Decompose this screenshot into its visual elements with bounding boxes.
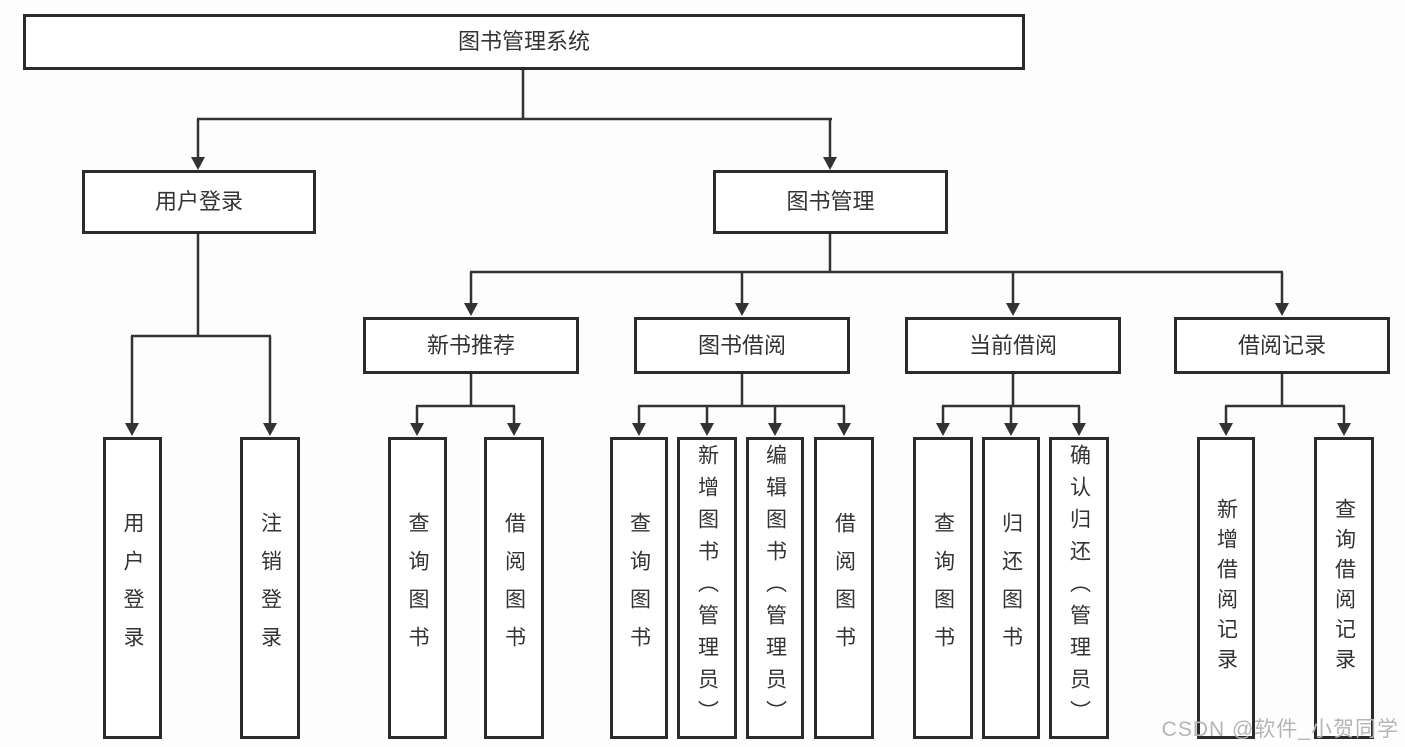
node-label: 借阅图书 xyxy=(832,512,856,664)
connector-book-borrow xyxy=(632,374,851,436)
leaf-borrow-borrow-books: 借阅图书 xyxy=(814,437,874,739)
connector-user-login xyxy=(125,234,277,436)
node-label: 查询借阅记录 xyxy=(1332,498,1356,678)
leaf-newbook-query-books: 查询图书 xyxy=(388,437,447,739)
node-user-login: 用户登录 xyxy=(82,170,316,234)
leaf-borrow-add-books-admin: 新增图书（管理员） xyxy=(677,437,737,739)
node-label: 归还图书 xyxy=(999,512,1023,664)
connector-book-management xyxy=(464,234,1289,316)
node-label: 确认归还（管理员） xyxy=(1067,444,1091,732)
leaf-borrow-edit-books-admin: 编辑图书（管理员） xyxy=(746,437,804,739)
leaf-current-confirm-return-admin: 确认归还（管理员） xyxy=(1049,437,1109,739)
node-book-borrow: 图书借阅 xyxy=(634,317,850,374)
node-label: 新书推荐 xyxy=(426,332,515,358)
node-label: 新增图书（管理员） xyxy=(695,444,719,732)
leaf-borrow-query-books: 查询图书 xyxy=(610,437,668,739)
node-label: 用户登录 xyxy=(121,512,144,664)
leaf-logout-login: 注销登录 xyxy=(240,437,300,739)
connector-current-borrow xyxy=(936,374,1086,436)
connector-borrow-records xyxy=(1219,374,1351,436)
node-borrow-records: 借阅记录 xyxy=(1174,317,1390,374)
node-label: 编辑图书（管理员） xyxy=(763,444,787,732)
node-label: 图书管理系统 xyxy=(457,29,590,54)
node-label: 查询图书 xyxy=(627,512,651,664)
node-book-management: 图书管理 xyxy=(713,170,948,234)
connector-root xyxy=(191,70,837,170)
node-label: 图书借阅 xyxy=(697,332,786,358)
watermark: CSDN @软件_小贺同学 xyxy=(1161,718,1399,741)
leaf-records-add-record: 新增借阅记录 xyxy=(1197,437,1255,739)
node-label: 新增借阅记录 xyxy=(1214,498,1238,678)
leaf-current-return-books: 归还图书 xyxy=(982,437,1040,739)
connector-new-book-recommend xyxy=(410,374,521,436)
node-current-borrow: 当前借阅 xyxy=(905,317,1121,374)
node-label: 借阅记录 xyxy=(1237,332,1326,358)
node-label: 当前借阅 xyxy=(968,332,1057,358)
node-label: 图书管理 xyxy=(786,189,875,214)
node-label: 借阅图书 xyxy=(502,512,526,664)
leaf-records-query-record: 查询借阅记录 xyxy=(1314,437,1374,739)
node-label: 用户登录 xyxy=(154,189,243,214)
node-library-system: 图书管理系统 xyxy=(23,14,1025,70)
node-label: 注销登录 xyxy=(258,512,282,664)
leaf-user-login: 用户登录 xyxy=(103,437,162,739)
leaf-newbook-borrow-books: 借阅图书 xyxy=(484,437,544,739)
node-label: 查询图书 xyxy=(931,512,955,664)
leaf-current-query-books: 查询图书 xyxy=(913,437,973,739)
node-label: 查询图书 xyxy=(406,512,429,664)
node-new-book-recommend: 新书推荐 xyxy=(363,317,579,374)
